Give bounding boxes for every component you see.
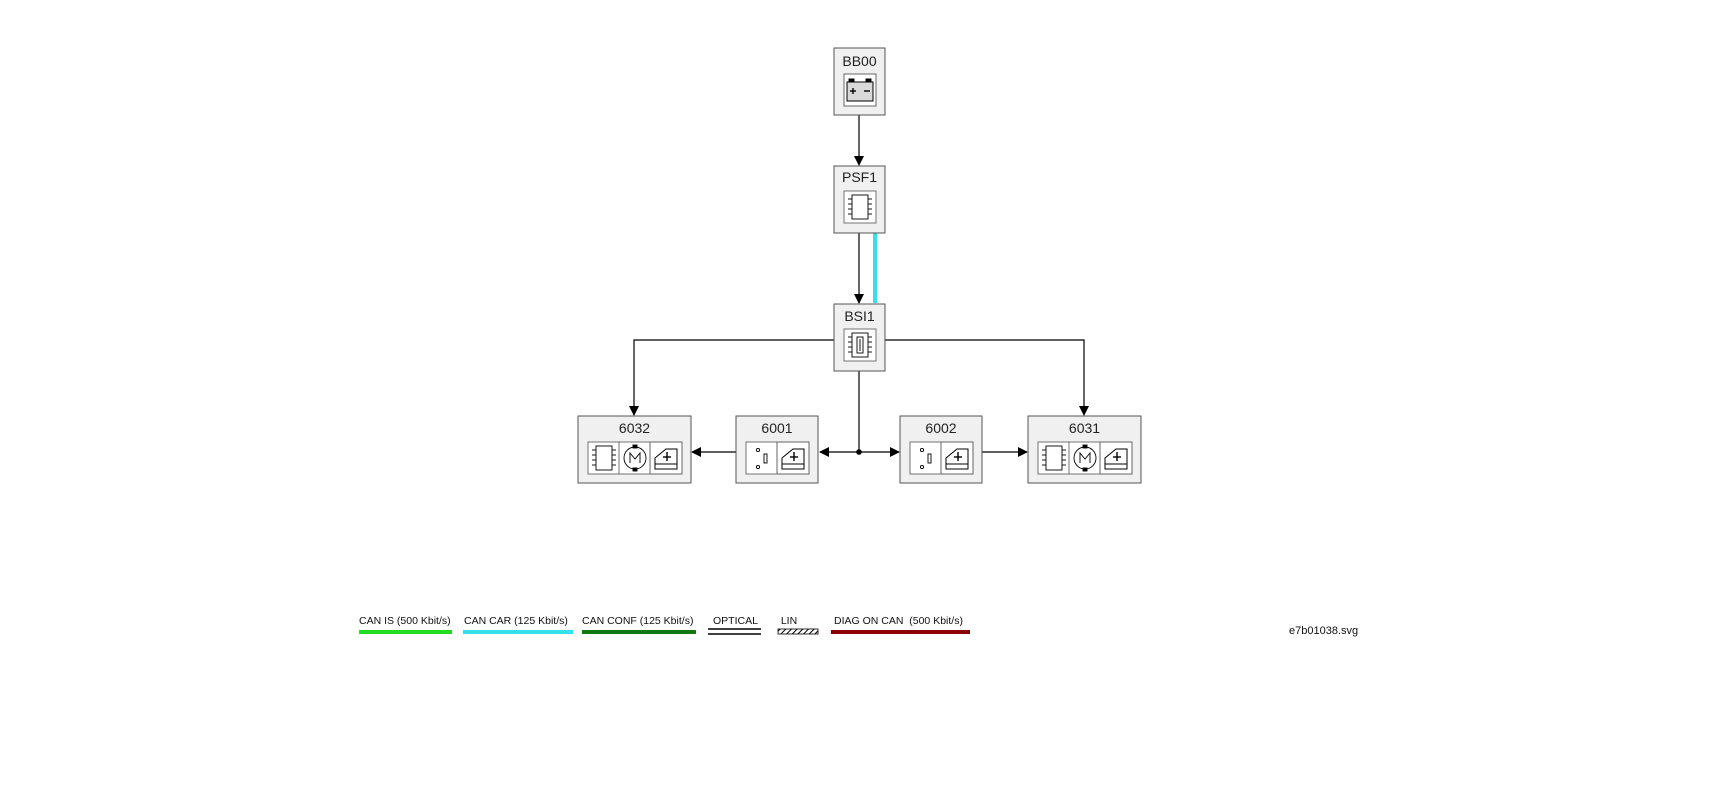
node-psf1-label: PSF1	[842, 169, 877, 185]
legend-optical-label: OPTICAL	[713, 615, 758, 627]
ecu-chip-icon	[843, 190, 877, 224]
legend-can-conf-label: CAN CONF (125 Kbit/s)	[582, 615, 693, 627]
node-6031-label: 6031	[1069, 420, 1100, 436]
file-name-label: e7b01038.svg	[1289, 625, 1358, 637]
bsi-chip-icon	[843, 328, 877, 362]
wires	[629, 115, 1089, 457]
switch-icon	[745, 441, 779, 475]
legend-can-conf: CAN CONF (125 Kbit/s)	[582, 615, 696, 634]
node-6002[interactable]: 6002	[899, 415, 983, 484]
legend-lin-label: LIN	[781, 615, 797, 627]
legend-optical: OPTICAL	[708, 615, 761, 635]
legend-lin-swatch	[777, 628, 819, 635]
window-lift-icon	[649, 441, 683, 475]
node-6002-label: 6002	[925, 420, 956, 436]
window-lift-icon	[776, 441, 810, 475]
legend-lin: LIN	[777, 615, 819, 635]
node-6001-label: 6001	[761, 420, 792, 436]
node-bsi1[interactable]: BSI1	[833, 303, 886, 372]
ecu-chip-icon	[587, 441, 621, 475]
window-lift-icon	[940, 441, 974, 475]
junction-dot	[856, 449, 862, 455]
motor-icon	[618, 441, 652, 475]
node-bb00[interactable]: BB00	[833, 47, 886, 116]
legend-diag-on-can: DIAG ON CAN (500 Kbit/s)	[831, 615, 970, 634]
node-bsi1-label: BSI1	[844, 308, 875, 324]
wire-bsi1-6031	[885, 339, 1089, 416]
window-lift-icon	[1099, 441, 1133, 475]
ecu-chip-icon	[1037, 441, 1071, 475]
legend-diag-on-can-label: DIAG ON CAN (500 Kbit/s)	[834, 615, 963, 627]
node-bb00-label: BB00	[842, 53, 876, 69]
node-6032[interactable]: 6032	[577, 415, 692, 484]
legend: CAN IS (500 Kbit/s) CAN CAR (125 Kbit/s)…	[359, 615, 970, 635]
legend-can-is: CAN IS (500 Kbit/s)	[359, 615, 452, 634]
node-psf1[interactable]: PSF1	[833, 165, 886, 234]
node-6001[interactable]: 6001	[735, 415, 819, 484]
legend-can-car-label: CAN CAR (125 Kbit/s)	[464, 615, 568, 627]
node-6032-label: 6032	[619, 420, 650, 436]
node-6031[interactable]: 6031	[1027, 415, 1142, 484]
wire-bsi1-6032	[629, 339, 834, 416]
switch-icon	[909, 441, 943, 475]
legend-can-car: CAN CAR (125 Kbit/s)	[463, 615, 573, 634]
motor-icon	[1068, 441, 1102, 475]
legend-can-is-label: CAN IS (500 Kbit/s)	[359, 615, 451, 627]
battery-icon	[843, 73, 877, 107]
